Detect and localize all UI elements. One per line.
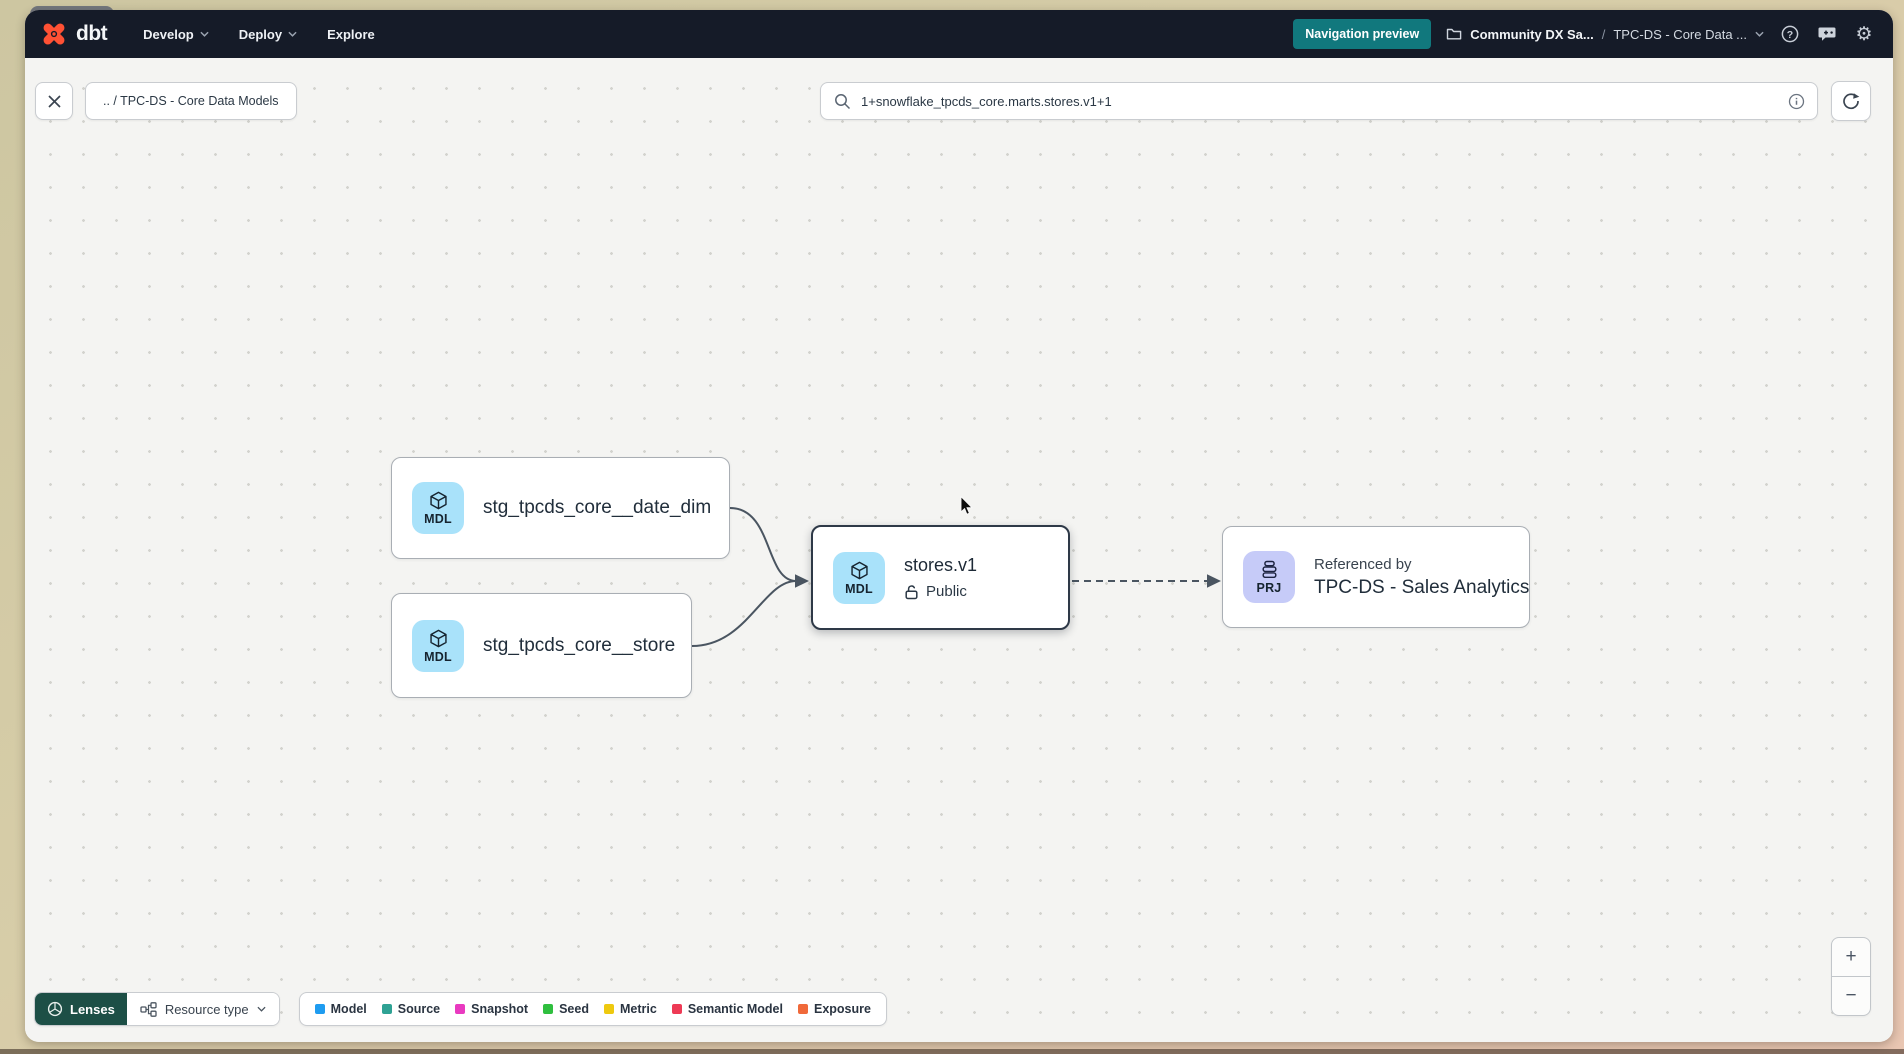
node-stg-tpcds-core-store[interactable]: MDL stg_tpcds_core__store	[391, 593, 692, 698]
chevron-down-icon	[200, 31, 209, 37]
bottom-controls: Lenses Resource type Model	[34, 992, 887, 1026]
menu-develop[interactable]: Develop	[143, 27, 209, 42]
access-label: Public	[926, 583, 967, 600]
close-button[interactable]	[35, 82, 73, 120]
zoom-out-button[interactable]: −	[1845, 985, 1857, 1006]
menu-explore[interactable]: Explore	[327, 26, 375, 42]
app-window: dbt Develop Deploy Explore Navigation pr…	[25, 10, 1893, 1042]
legend-item-source: Source	[381, 1002, 440, 1016]
lens-icon	[47, 1001, 63, 1017]
feedback-icon[interactable]	[1816, 23, 1838, 45]
main-menu: Develop Deploy Explore	[143, 27, 375, 42]
lineage-breadcrumb[interactable]: .. / TPC-DS - Core Data Models	[85, 82, 297, 120]
lineage-canvas[interactable]: .. / TPC-DS - Core Data Models 1+snowfla…	[25, 58, 1893, 1042]
legend-swatch	[671, 1004, 682, 1014]
navbar-right: Navigation preview Community DX Sa... / …	[1293, 19, 1875, 49]
legend-swatch	[603, 1004, 614, 1014]
resource-legend: Model Source Snapshot Seed Metric	[298, 992, 887, 1026]
lenses-button[interactable]: Lenses	[35, 993, 127, 1025]
breadcrumb-separator: /	[1601, 26, 1606, 42]
dbt-logo[interactable]: dbt	[39, 19, 108, 49]
dbt-logo-text: dbt	[76, 22, 108, 45]
legend-swatch	[797, 1004, 808, 1014]
legend-item-metric: Metric	[603, 1002, 657, 1016]
dbt-logo-icon	[39, 19, 69, 49]
legend-item-seed: Seed	[543, 1002, 589, 1016]
node-label: stg_tpcds_core__date_dim	[483, 497, 712, 518]
node-stores-v1[interactable]: MDL stores.v1 Public	[811, 525, 1070, 630]
model-badge: MDL	[833, 551, 885, 604]
divider	[1832, 976, 1870, 977]
refresh-icon	[1843, 93, 1860, 110]
model-badge: MDL	[412, 619, 464, 672]
legend-swatch	[314, 1004, 325, 1014]
mouse-cursor	[960, 496, 974, 515]
lock-open-icon	[905, 584, 918, 599]
gear-icon[interactable]: ⚙	[1855, 23, 1873, 45]
node-referenced-project[interactable]: PRJ Referenced by TPC-DS - Sales Analyti…	[1222, 526, 1530, 628]
navigation-preview-badge[interactable]: Navigation preview	[1293, 19, 1432, 49]
resource-type-dropdown[interactable]: Resource type	[126, 993, 279, 1025]
access-row: Public	[904, 583, 977, 600]
lens-controls: Lenses Resource type	[34, 992, 280, 1026]
chevron-down-icon	[257, 1006, 266, 1012]
referenced-by-label: Referenced by	[1314, 555, 1412, 573]
account-name: Community DX Sa...	[1470, 26, 1594, 42]
legend-item-snapshot: Snapshot	[455, 1002, 528, 1016]
info-icon[interactable]	[1788, 93, 1805, 110]
model-badge: MDL	[412, 482, 464, 534]
help-icon[interactable]: ?	[1779, 23, 1801, 45]
legend-swatch	[455, 1004, 466, 1014]
zoom-in-button[interactable]: +	[1845, 946, 1857, 967]
svg-text:?: ?	[1787, 29, 1793, 41]
search-icon	[835, 93, 851, 109]
refresh-button[interactable]	[1831, 81, 1871, 121]
node-label: stores.v1	[904, 555, 978, 575]
node-label: stg_tpcds_core__store	[483, 634, 676, 656]
cube-icon	[429, 491, 447, 510]
cube-icon	[429, 629, 447, 647]
close-icon	[47, 94, 61, 108]
cube-icon	[850, 561, 868, 579]
chevron-down-icon	[288, 31, 297, 37]
graph-icon	[140, 1001, 157, 1017]
account-breadcrumb[interactable]: Community DX Sa... / TPC-DS - Core Data …	[1446, 27, 1764, 42]
node-label: TPC-DS - Sales Analytics	[1314, 576, 1530, 598]
top-navbar: dbt Develop Deploy Explore Navigation pr…	[25, 10, 1893, 58]
arrowhead	[1207, 574, 1221, 588]
legend-item-model: Model	[314, 1002, 367, 1016]
search-input[interactable]: 1+snowflake_tpcds_core.marts.stores.v1+1	[861, 93, 1112, 109]
project-badge: PRJ	[1243, 551, 1295, 603]
project-name: TPC-DS - Core Data ...	[1613, 26, 1747, 42]
chevron-down-icon	[1755, 31, 1764, 37]
menu-deploy[interactable]: Deploy	[239, 27, 297, 42]
node-stg-tpcds-core-date-dim[interactable]: MDL stg_tpcds_core__date_dim	[391, 457, 730, 559]
legend-item-exposure: Exposure	[797, 1002, 871, 1016]
legend-swatch	[543, 1004, 554, 1014]
arrowhead	[795, 574, 809, 588]
legend-item-semantic-model: Semantic Model	[671, 1002, 783, 1016]
zoom-controls: + −	[1831, 937, 1871, 1016]
archive-icon	[1261, 560, 1277, 579]
lineage-search[interactable]: 1+snowflake_tpcds_core.marts.stores.v1+1	[820, 82, 1818, 120]
folder-icon	[1447, 28, 1462, 40]
legend-swatch	[381, 1004, 392, 1014]
